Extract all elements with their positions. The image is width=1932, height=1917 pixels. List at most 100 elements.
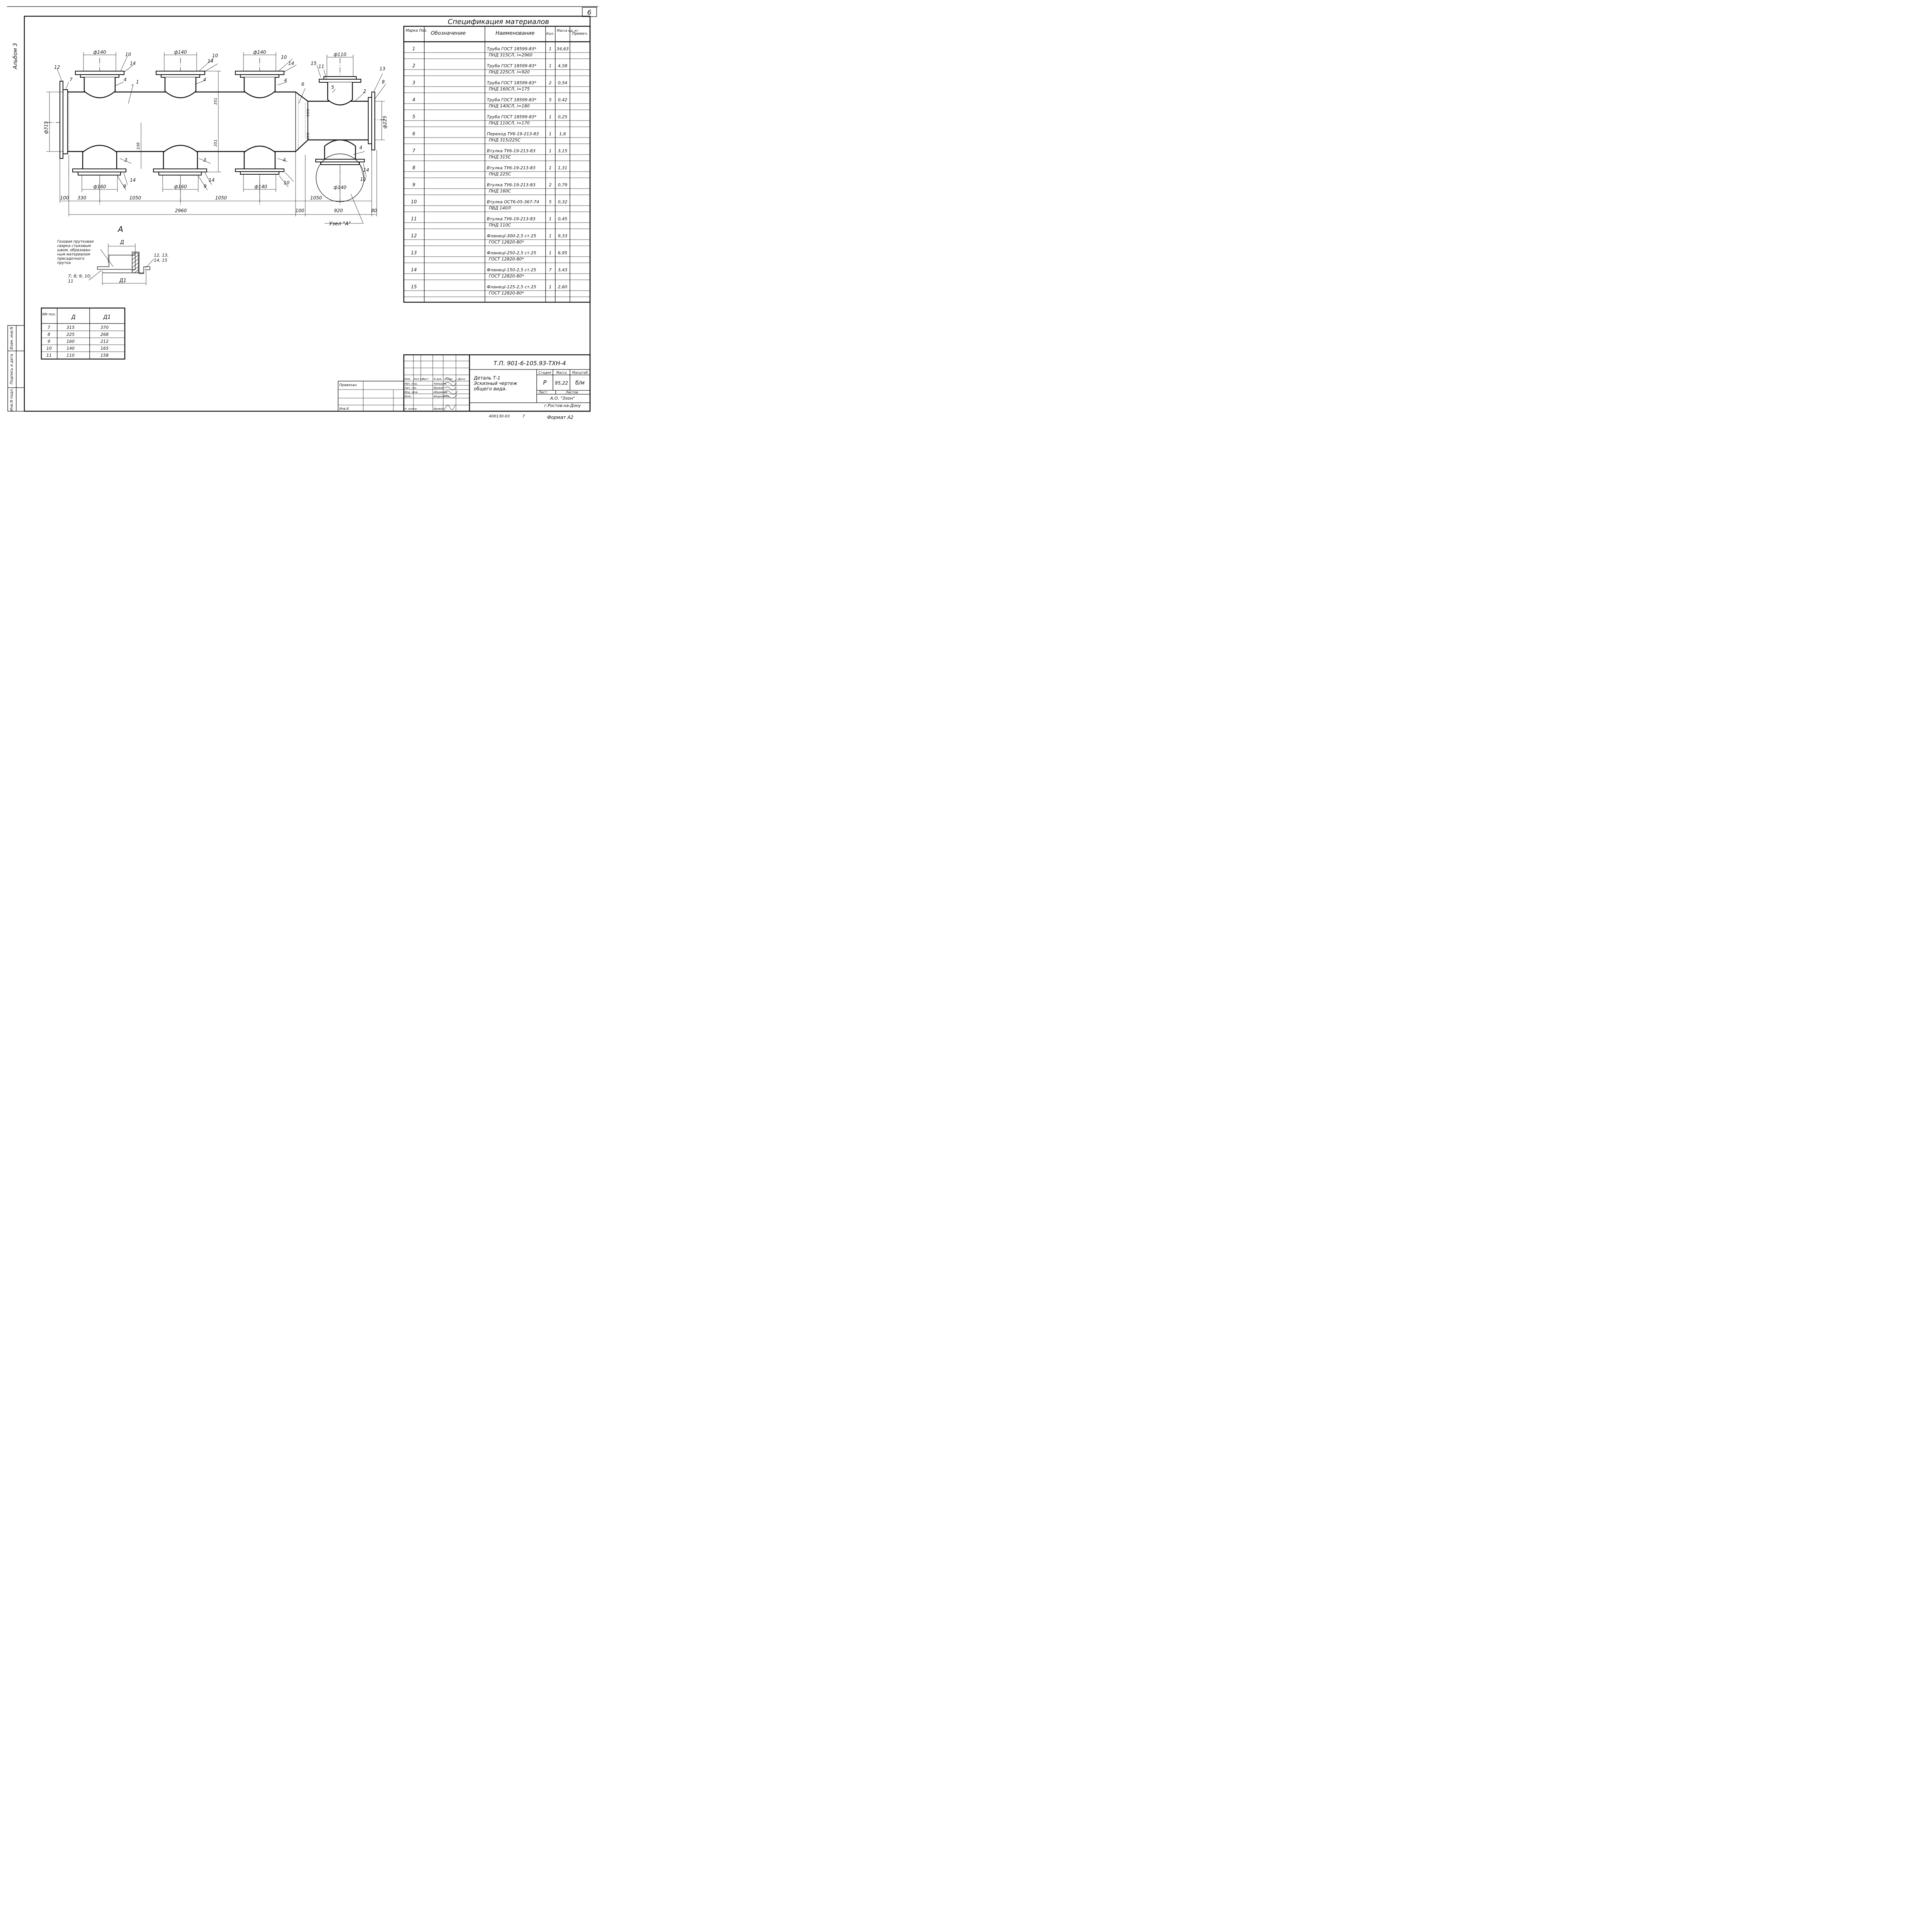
dim-table-cell: 8: [48, 332, 50, 337]
spec-mass: 0,54: [558, 80, 568, 85]
tb-name: Яровой: [433, 386, 444, 390]
spec-name-cont: ПНД 140СЛ, l=180: [489, 104, 530, 109]
spec-pos: 10: [411, 199, 417, 204]
stamp-num: 7: [522, 414, 525, 419]
tb-role: Н. контр.: [405, 407, 418, 410]
dim-table-cell: 268: [100, 332, 109, 337]
spec-mass: 1,6: [559, 131, 566, 136]
dim-vert-2: 351: [214, 139, 218, 146]
spec-qty: 7: [549, 267, 552, 272]
dim-table-cell: 160: [66, 339, 75, 344]
spec-mass: 0,79: [558, 182, 568, 187]
pos-label: 9: [204, 184, 207, 189]
detail-a-title: А: [117, 225, 123, 234]
spec-mass: 3,15: [558, 148, 568, 153]
tb-head: N док.: [434, 378, 442, 381]
spec-name-cont: ГОСТ 12820-80*: [489, 291, 524, 296]
album-label: Альбом 3: [12, 43, 19, 70]
tb-head: Изм.: [405, 378, 411, 381]
spec-name-cont: ПНД 110С: [489, 223, 511, 228]
dim-bottom-3: ф140: [254, 184, 267, 189]
main-drawing: ф140 ф140 ф140 ф110 ф160 ф160 ф140 ф140 …: [43, 49, 388, 227]
pos-label: 9: [123, 184, 126, 189]
tb-org: А.О. "Эзон": [550, 396, 575, 401]
tb-tied: Привязан: [339, 383, 357, 387]
dim-transition-2: 30'8: [306, 133, 310, 139]
spec-name: Труба ГОСТ 18599-83*: [487, 46, 537, 51]
dim-top-4: ф110: [333, 52, 347, 57]
pos-label: 2: [363, 89, 366, 94]
pos-label: 4: [203, 77, 206, 82]
weld-note-line: швом, образован-: [57, 248, 92, 252]
weld-note-line: Газовая прутковая: [57, 240, 94, 244]
drawing-sheet: 6 Альбом 3 Инв.N подл. Подпись и дата Вз…: [7, 6, 598, 420]
spec-name-cont: ПНД 160С: [489, 189, 511, 194]
dim-h-100-mid: 100: [296, 208, 304, 213]
spec-qty: 1: [549, 114, 552, 119]
tb-name: Яровой: [433, 407, 444, 410]
dim-h-1050-1: 1050: [129, 195, 141, 201]
tb-desc-line: Эскизный чертеж: [473, 381, 517, 386]
tb-org-city: г.Ростов-на-Дону: [544, 403, 581, 408]
detail-a-dim-bottom: Д1: [119, 278, 126, 284]
pos-label: 10: [360, 177, 366, 182]
spec-header: Обозначение: [431, 31, 466, 36]
spec-name-cont: ПНД 110СЛ, l=170: [489, 121, 530, 126]
spec-title: Спецификация материалов: [448, 18, 549, 26]
dim-table-header: NN поз.: [42, 313, 56, 317]
specification: Спецификация материалов Марка Поз. Обозн…: [403, 18, 591, 303]
format-label: Формат А2: [547, 415, 573, 420]
spec-mass: 2,60: [558, 284, 568, 289]
pos-label: 13: [379, 66, 385, 72]
spec-qty: 1: [549, 233, 552, 238]
pos-label: 7: [70, 77, 73, 82]
left-flange: [60, 81, 63, 159]
spec-name-cont: ГОСТ 12820-80*: [489, 274, 524, 279]
detail-a-ref-left: 7; 8; 9; 10;: [68, 274, 91, 279]
pos-label: 10: [284, 180, 290, 186]
spec-qty: 1: [549, 165, 552, 170]
pos-label: 15: [311, 61, 316, 66]
dim-h-920: 920: [334, 208, 343, 213]
spec-mass: 9,33: [558, 233, 568, 238]
weld-note-line: ным материалом: [57, 252, 90, 257]
top-branch-4: [319, 76, 361, 106]
dim-table-cell: 315: [66, 325, 75, 330]
dim-h-80: 80: [371, 208, 377, 213]
spec-qty: 5: [549, 97, 552, 102]
dim-table-cell: 7: [48, 325, 50, 330]
pos-label: 14: [209, 177, 214, 183]
pos-label: 14: [363, 167, 369, 173]
spec-pos: 6: [412, 131, 415, 136]
tb-name: Федосенко: [434, 395, 449, 398]
dim-table-cell: 212: [100, 339, 109, 344]
dim-table-cell: 165: [100, 346, 109, 351]
dim-h-330: 330: [78, 195, 87, 201]
spec-name-cont: ПНД 315/225С: [489, 138, 520, 143]
dim-table-cell: 370: [100, 325, 109, 330]
tb-name: Абрамова: [433, 391, 447, 394]
detail-a-dim-top: Д: [120, 240, 124, 245]
pos-label: 14: [207, 58, 213, 64]
tb-stage: Р: [543, 379, 547, 386]
dim-table-cell: 158: [100, 353, 109, 358]
dim-bottom-1: ф160: [93, 184, 106, 189]
dim-h-100-left: 100: [60, 195, 69, 201]
tb-role: Инж.: [405, 395, 412, 398]
tb-head: Дата: [457, 378, 465, 381]
sheet-number: 6: [587, 9, 592, 17]
spec-mass: 1,31: [558, 165, 568, 170]
spec-mass: 0,32: [558, 199, 568, 204]
tb-role: Вед. инж.: [405, 391, 418, 394]
bottom-branch-1: [72, 145, 126, 175]
dim-h-1050-3: 1050: [310, 195, 322, 201]
pos-label: 4: [124, 77, 127, 82]
dim-h-2960: 2960: [175, 208, 187, 213]
detail-a-ref-right: 12, 13,: [154, 253, 168, 258]
spec-name: ФланецI-125-2,5 ст.25: [487, 284, 536, 289]
dim-table-cell: 10: [46, 346, 52, 351]
spec-qty: 1: [549, 63, 552, 68]
spec-name: Втулка ТУ6-19-213-83: [487, 216, 536, 221]
spec-mass: 6,95: [558, 250, 568, 255]
dim-top-1: ф140: [93, 49, 106, 55]
